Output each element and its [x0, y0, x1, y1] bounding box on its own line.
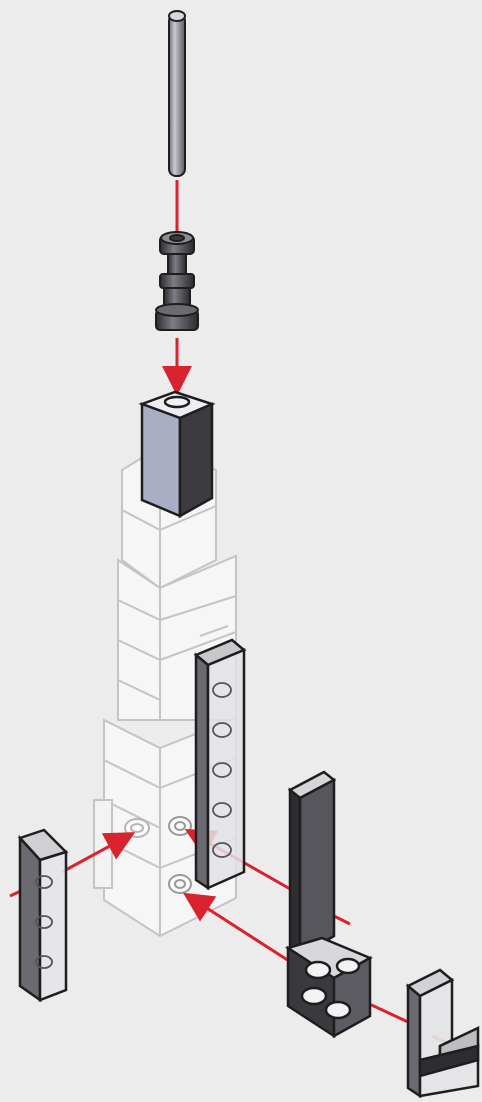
clear-corner-bracket: [408, 970, 478, 1096]
arrow-bracket-to-tower: [188, 896, 300, 968]
antenna-rod: [169, 11, 185, 176]
clear-plate-1x4-left: [20, 830, 66, 1000]
tile-cap-brick: [142, 392, 212, 516]
clear-plate-1x6: [196, 640, 244, 888]
lightsaber-hilt: [156, 232, 198, 330]
assembly-arrows: [10, 180, 474, 1056]
tall-tile-1x6: [290, 772, 334, 956]
bracket-plate-2x2: [288, 938, 370, 1036]
